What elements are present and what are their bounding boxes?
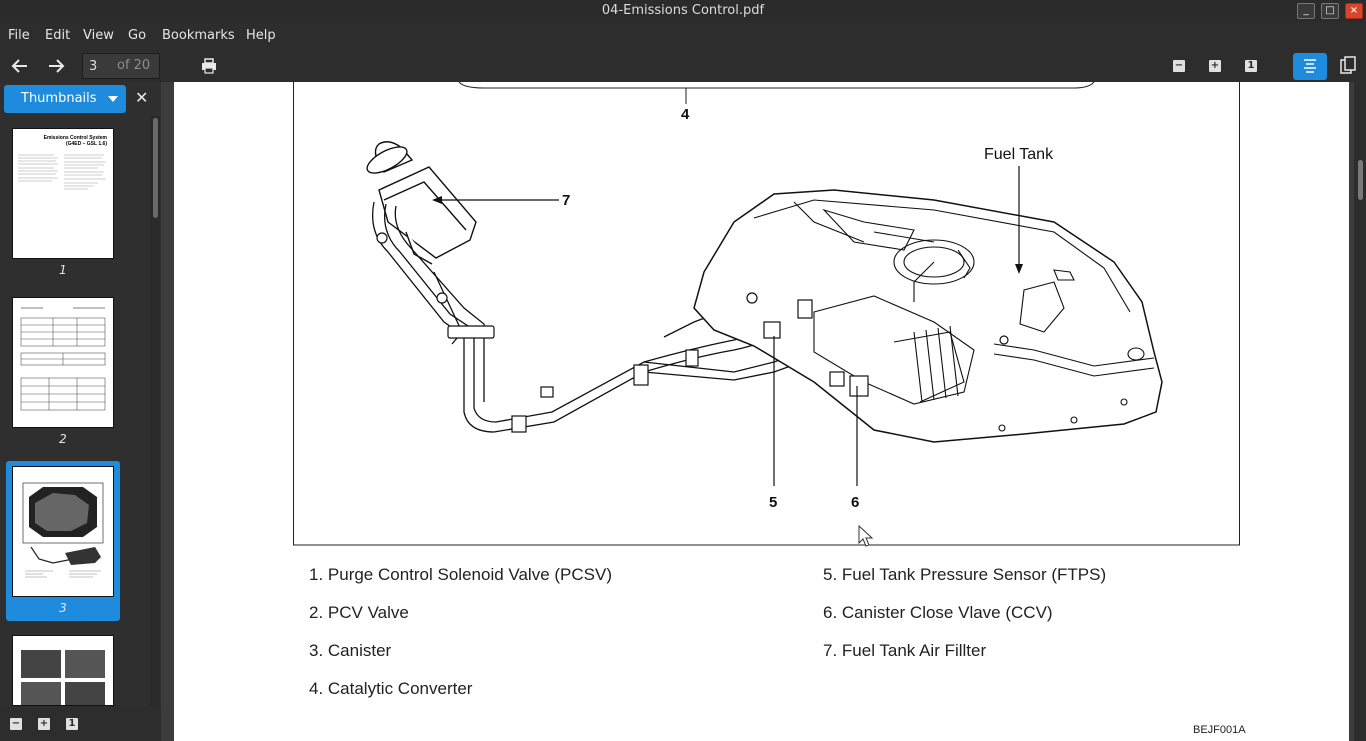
thumb-2-label: 2 bbox=[59, 432, 67, 446]
zoom-in-icon[interactable]: + bbox=[1209, 60, 1221, 72]
sidebar-close-icon[interactable]: ✕ bbox=[135, 88, 149, 107]
document-scroll-thumb[interactable] bbox=[1358, 160, 1363, 200]
thumb-1-text-lines bbox=[18, 154, 106, 190]
thumbnail-page-3[interactable] bbox=[12, 466, 114, 597]
menu-file[interactable]: File bbox=[8, 28, 30, 43]
maximize-button[interactable]: □ bbox=[1321, 3, 1339, 19]
thumb-zoom-reset-icon[interactable]: 1 bbox=[66, 718, 78, 730]
sidebar-footer bbox=[0, 706, 161, 741]
menu-edit[interactable]: Edit bbox=[45, 28, 71, 43]
sidebar-mode-select[interactable]: Thumbnails bbox=[4, 85, 126, 113]
menu-bookmarks[interactable]: Bookmarks bbox=[162, 28, 235, 43]
legend-item-1: 1. Purge Control Solenoid Valve (PCSV) bbox=[309, 565, 613, 584]
mouse-cursor-icon bbox=[858, 525, 874, 547]
continuous-view-icon bbox=[1304, 59, 1316, 73]
sidebar-mode-label: Thumbnails bbox=[21, 91, 97, 106]
thumbnail-page-1[interactable]: Emissions Control System (G4ED – GSL 1.6… bbox=[12, 128, 114, 259]
legend-item-4: 4. Catalytic Converter bbox=[309, 679, 473, 698]
title-bar: 04-Emissions Control.pdf _ □ × bbox=[0, 0, 1366, 22]
legend-item-3: 3. Canister bbox=[309, 641, 392, 660]
zoom-reset-icon[interactable]: 1 bbox=[1245, 60, 1257, 72]
menu-help[interactable]: Help bbox=[246, 28, 276, 43]
continuous-view-button[interactable] bbox=[1293, 53, 1327, 80]
callout-4: 4 bbox=[681, 106, 690, 123]
legend-item-7: 7. Fuel Tank Air Fillter bbox=[823, 641, 987, 660]
sidebar-scroll-thumb[interactable] bbox=[153, 118, 158, 218]
callout-7: 7 bbox=[562, 192, 571, 209]
page-count: of 20 bbox=[117, 58, 151, 73]
pdf-page: 4 7 Fuel Tank 5 6 bbox=[174, 82, 1349, 741]
forward-icon[interactable] bbox=[47, 58, 65, 74]
zoom-out-icon[interactable]: − bbox=[1173, 60, 1185, 72]
legend-item-6: 6. Canister Close Vlave (CCV) bbox=[823, 603, 1053, 622]
thumbnail-page-4[interactable] bbox=[12, 635, 114, 710]
callout-fuel-tank: Fuel Tank bbox=[984, 146, 1054, 163]
menu-bar: File Edit View Go Bookmarks Help bbox=[0, 22, 1366, 50]
callout-6: 6 bbox=[851, 494, 860, 511]
callout-5: 5 bbox=[769, 494, 778, 511]
print-icon[interactable] bbox=[201, 58, 217, 74]
thumb-zoom-in-icon[interactable]: + bbox=[38, 718, 50, 730]
thumb-2-tables bbox=[20, 307, 106, 411]
thumb-4-photos bbox=[21, 650, 105, 710]
emission-system-diagram bbox=[293, 82, 1240, 546]
back-icon[interactable] bbox=[11, 58, 29, 74]
thumb-1-label: 1 bbox=[59, 263, 67, 277]
legend-item-2: 2. PCV Valve bbox=[309, 603, 409, 622]
minimize-button[interactable]: _ bbox=[1297, 3, 1315, 19]
thumb-1-heading: Emissions Control System bbox=[43, 135, 107, 141]
menu-view[interactable]: View bbox=[83, 28, 114, 43]
page-number-box: of 20 bbox=[82, 53, 160, 79]
chevron-down-icon bbox=[108, 96, 118, 102]
figure-ref-code: BEJF001A bbox=[1193, 724, 1246, 736]
legend-item-5: 5. Fuel Tank Pressure Sensor (FTPS) bbox=[823, 565, 1107, 584]
thumb-1-subheading: (G4ED – GSL 1.6) bbox=[65, 141, 107, 147]
thumbnail-page-2[interactable] bbox=[12, 297, 114, 428]
toolbar bbox=[0, 50, 1366, 82]
thumb-zoom-out-icon[interactable]: − bbox=[10, 718, 22, 730]
sidebar-scrollbar[interactable] bbox=[150, 116, 160, 706]
thumb-3-label: 3 bbox=[59, 601, 67, 615]
dual-page-icon bbox=[1340, 56, 1356, 74]
dual-page-button[interactable] bbox=[1331, 53, 1365, 80]
thumb-3-diagram bbox=[22, 482, 104, 578]
document-scrollbar[interactable] bbox=[1354, 82, 1366, 741]
window-title: 04-Emissions Control.pdf bbox=[601, 3, 765, 18]
menu-go[interactable]: Go bbox=[128, 28, 147, 43]
close-window-button[interactable]: × bbox=[1345, 3, 1363, 19]
page-number-input[interactable] bbox=[85, 56, 111, 76]
